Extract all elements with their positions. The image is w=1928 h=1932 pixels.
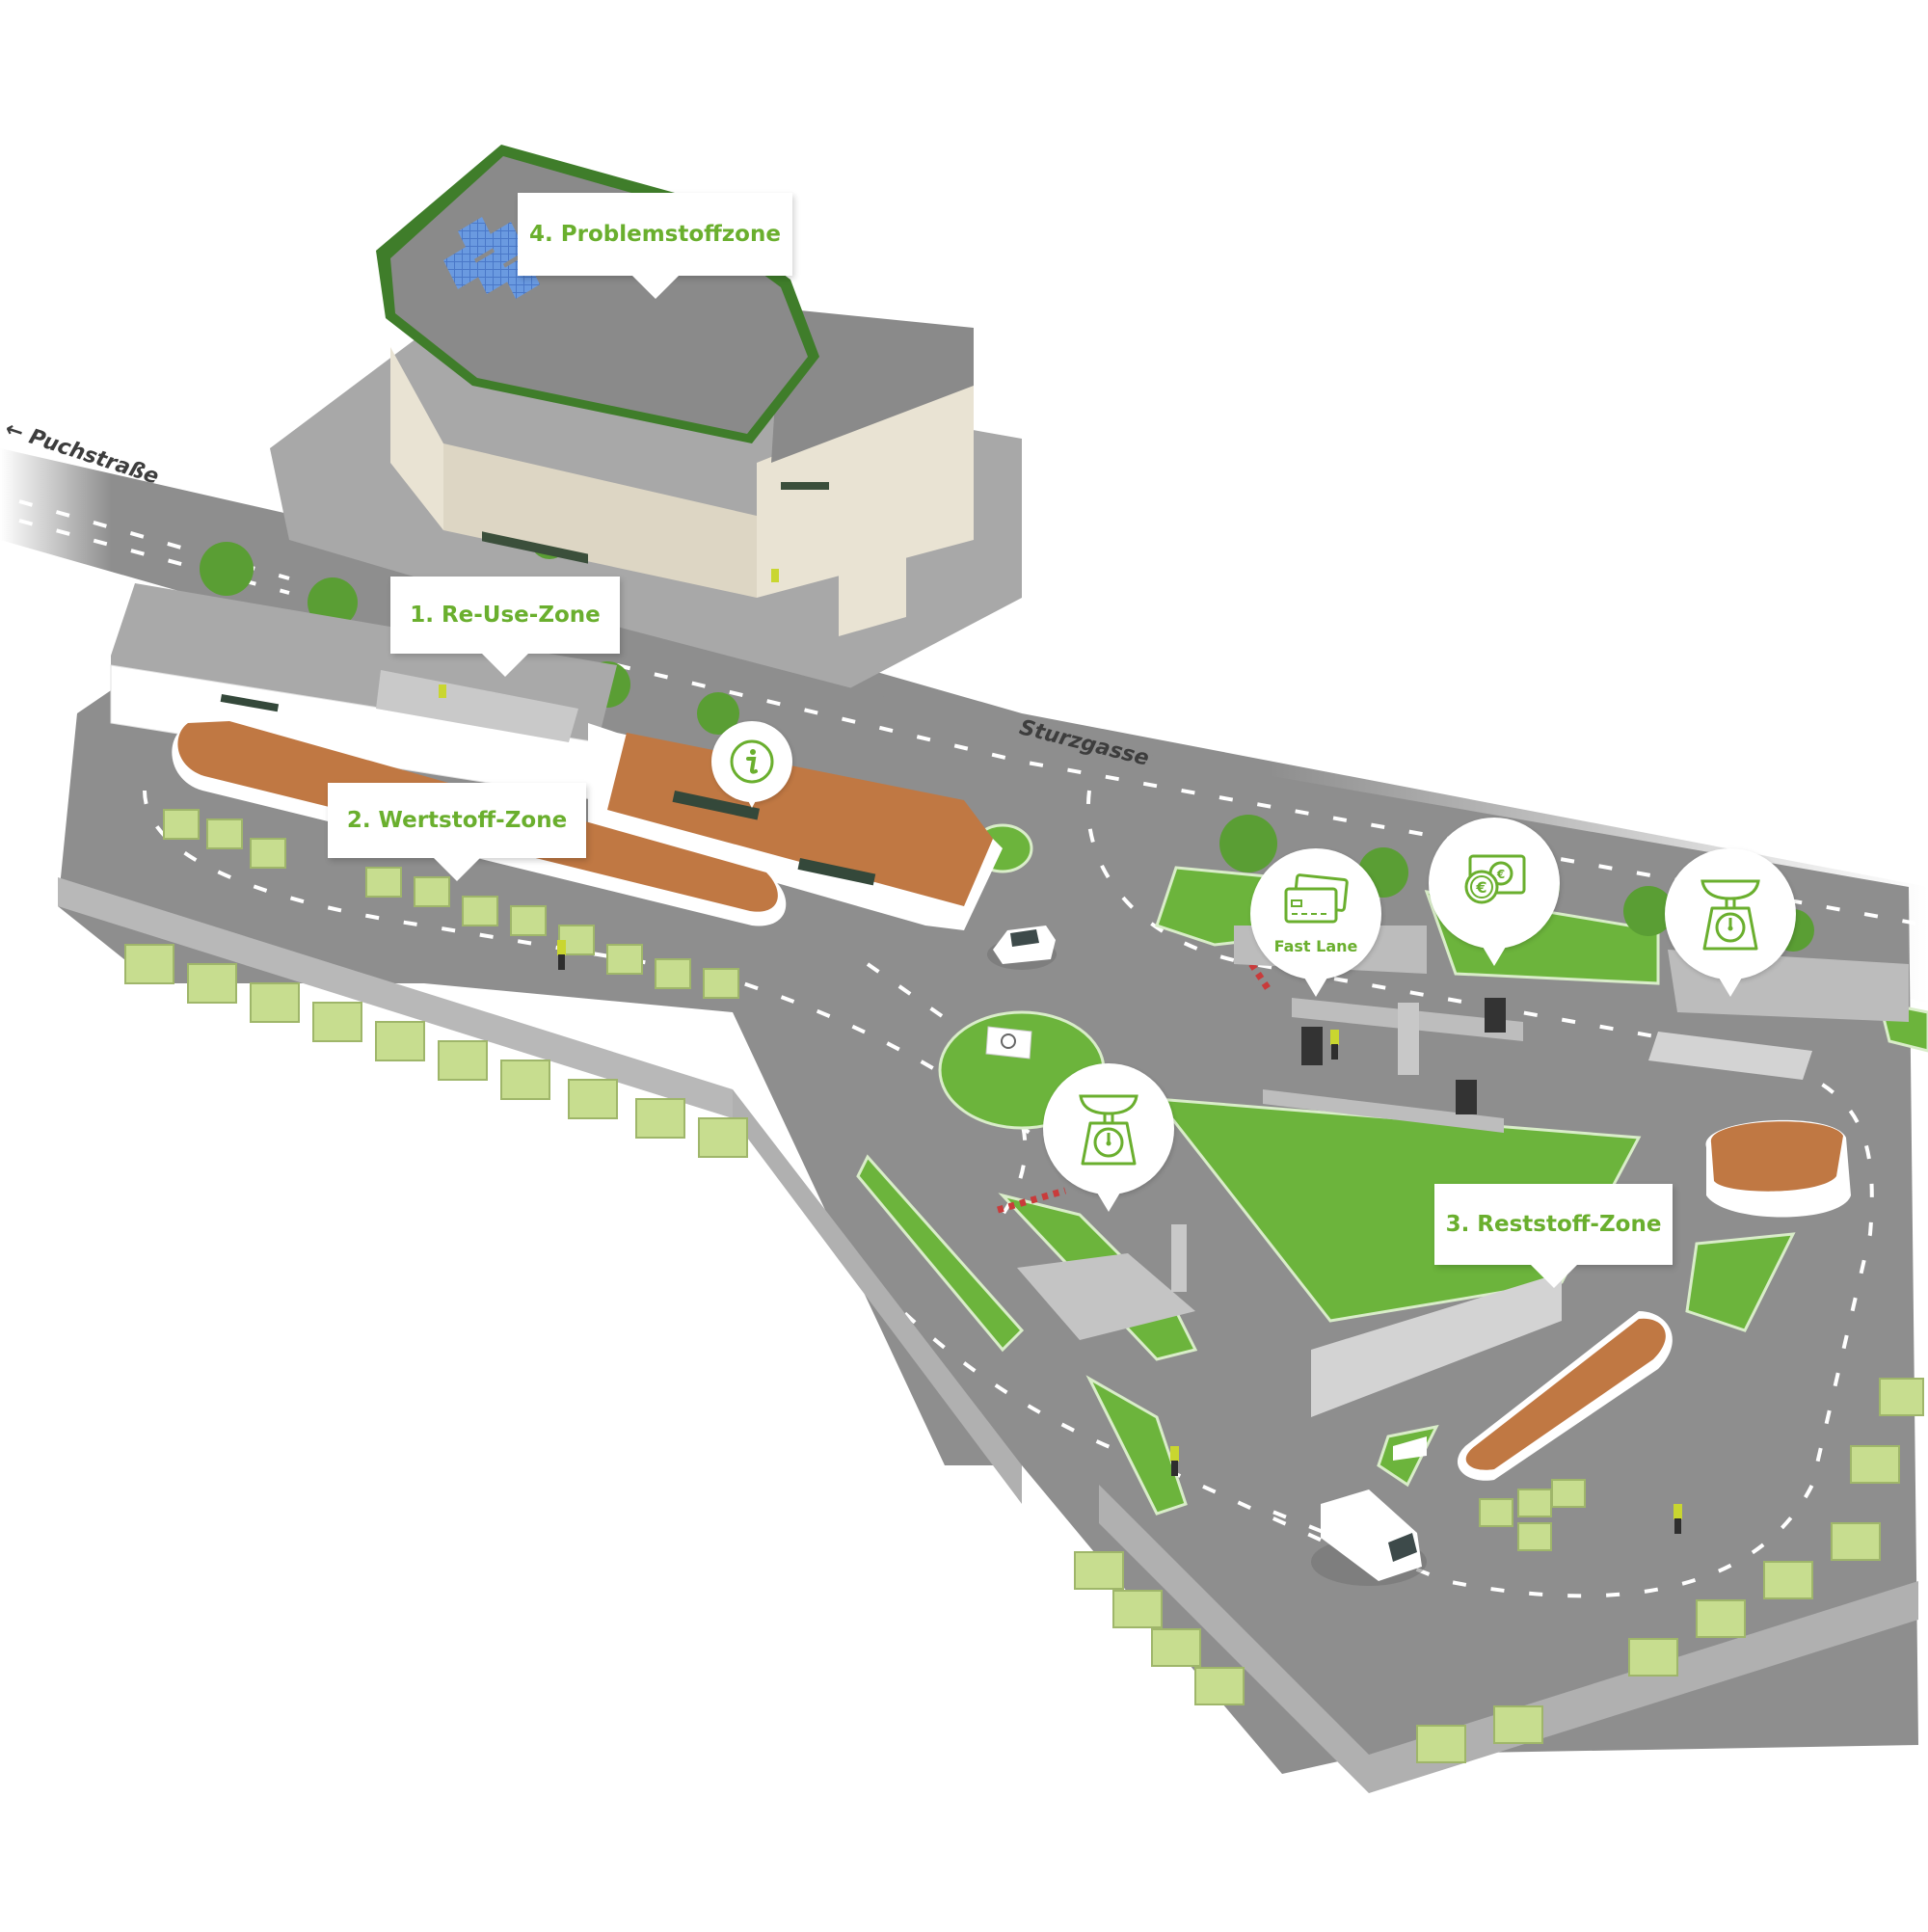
weighing-scale-icon: [1079, 1094, 1138, 1166]
pin-payment[interactable]: € €: [1429, 818, 1560, 972]
pin-info[interactable]: [711, 721, 792, 818]
white-van: [1311, 1489, 1427, 1586]
info-icon: [730, 739, 774, 784]
pin-scale-exit[interactable]: [1665, 848, 1796, 1003]
white-car: [987, 926, 1057, 970]
workers: [439, 569, 1682, 1534]
pin-fast-lane[interactable]: Fast Lane: [1250, 848, 1381, 1003]
weighing-scale-icon: [1700, 879, 1760, 951]
svg-text:€: €: [1475, 878, 1486, 897]
credit-card-icon: [1284, 873, 1349, 924]
perimeter-left: [58, 877, 1022, 1504]
zone-callout-problemstoff[interactable]: 4. Problemstoffzone: [518, 193, 792, 299]
zone-callout-reuse[interactable]: 1. Re-Use-Zone: [390, 577, 620, 677]
pin-scale-entry[interactable]: [1043, 1063, 1174, 1218]
containers: [163, 809, 739, 999]
zone-callout-wertstoff[interactable]: 2. Wertstoff-Zone: [328, 783, 586, 881]
reuse-building: [110, 583, 1003, 930]
reststoff-area: [1017, 1119, 1851, 1551]
perimeter-right: [1074, 1378, 1924, 1793]
euro-money-icon: € €: [1464, 854, 1526, 904]
zone-callout-reststoff[interactable]: 3. Reststoff-Zone: [1434, 1184, 1673, 1288]
svg-text:€: €: [1496, 868, 1505, 881]
roundabout-sign: [985, 1026, 1032, 1060]
pin-label-fast-lane: Fast Lane: [1273, 937, 1358, 955]
vehicles: [985, 926, 1427, 1586]
